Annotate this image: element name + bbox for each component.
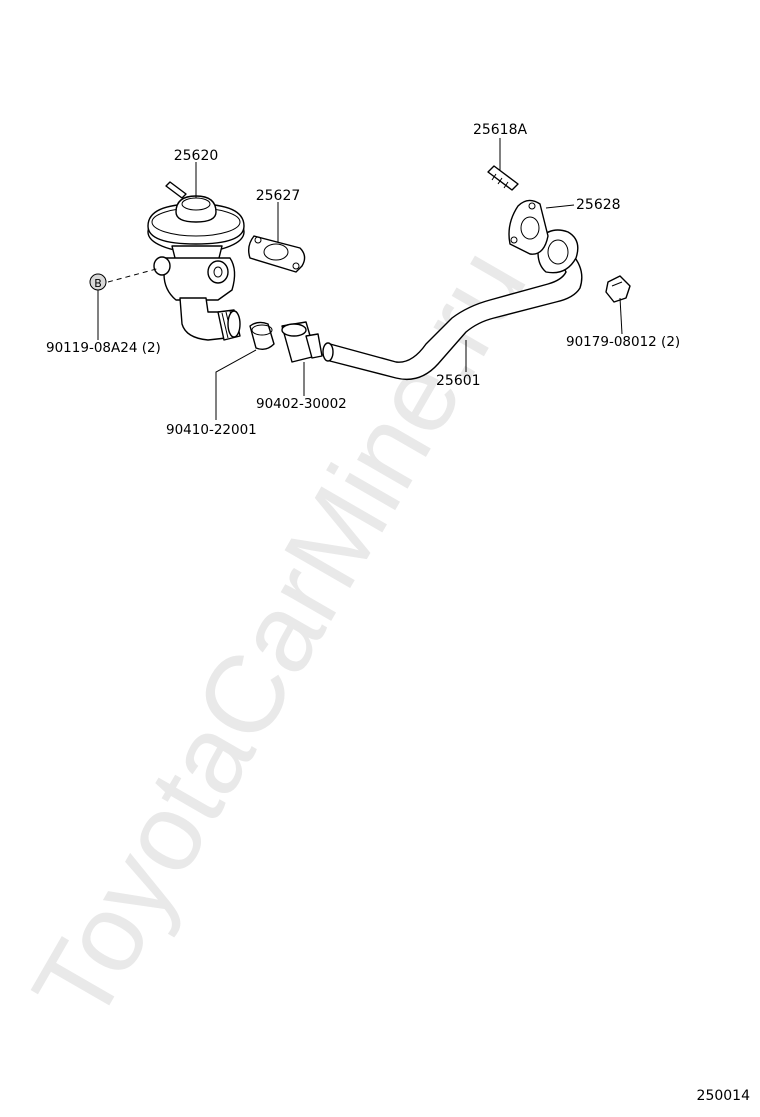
egr-valve-drawing bbox=[147, 181, 245, 341]
nut-drawing bbox=[605, 275, 631, 303]
callout-egr-valve: 25620 bbox=[174, 148, 219, 164]
egr-pipe-drawing bbox=[322, 229, 583, 381]
valve-gasket-drawing bbox=[247, 235, 306, 273]
callout-hose-cap: 90402-30002 bbox=[256, 396, 347, 412]
hose-cap-drawing bbox=[281, 321, 323, 363]
bolt-marker-letter: B bbox=[94, 277, 102, 290]
pipe-gasket-drawing bbox=[508, 199, 549, 255]
callout-nut-pipe: 90179-08012 (2) bbox=[566, 334, 680, 350]
callout-pipe: 25601 bbox=[436, 373, 481, 389]
callout-stud-bolt: 25618A bbox=[473, 122, 528, 138]
bolt-marker: B bbox=[89, 273, 107, 291]
callout-plug: 90410-22001 bbox=[166, 422, 257, 438]
stud-bolt-drawing bbox=[487, 165, 519, 191]
callout-valve-gasket: 25627 bbox=[256, 188, 301, 204]
callout-bolt-valve: 90119-08A24 (2) bbox=[46, 340, 161, 356]
leader-lines bbox=[97, 138, 623, 420]
callout-pipe-gasket: 25628 bbox=[576, 197, 621, 213]
diagram-id: 250014 bbox=[697, 1088, 751, 1104]
plug-drawing bbox=[249, 321, 275, 351]
